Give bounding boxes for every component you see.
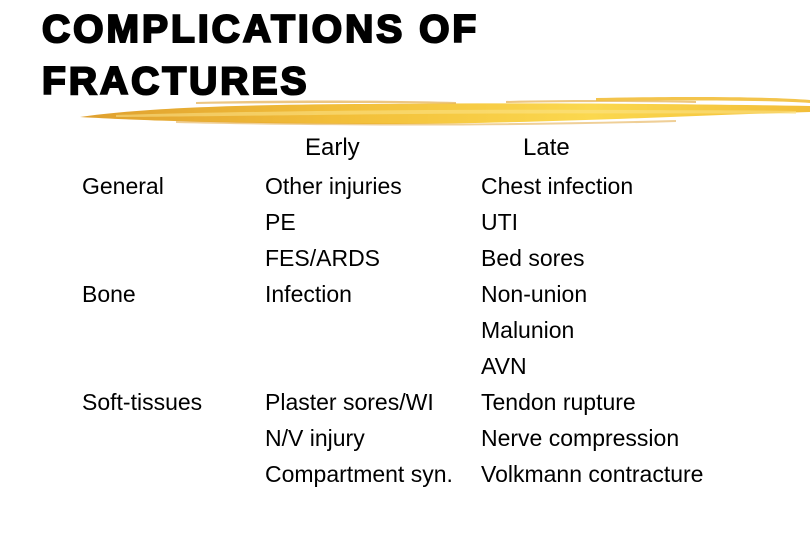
cell-early: PE [265,209,296,235]
cell-early: Compartment syn. [265,461,453,487]
column-header-late: Late [523,133,570,161]
title-line-2: FRACTURES [41,59,310,104]
cell-late: Volkmann contracture [481,461,704,487]
cell-early: Plaster sores/WI [265,389,434,415]
complications-table: Early Late General Other injuries Chest … [82,127,703,492]
brush-top-right-streak [596,96,810,103]
brush-bottom-edge [176,120,676,126]
cell-late: Non-union [481,281,588,307]
cell-early [265,348,481,384]
row-category [82,240,265,276]
cell-late: Bed sores [481,245,585,271]
cell-late: Nerve compression [481,425,680,451]
row-category [82,456,265,492]
cell-early: N/V injury [265,425,365,451]
cell-early: Infection [265,281,352,307]
slide-title: COMPLICATIONS OF FRACTURES [41,4,480,108]
cell-late: UTI [481,209,519,235]
row-category [82,312,265,348]
row-category [82,204,265,240]
row-category [82,348,265,384]
brush-stroke-underline [80,96,810,126]
brush-dark-speck-mid [506,100,696,103]
brush-dark-speck-left [196,100,456,104]
cell-late: Chest infection [481,173,634,199]
row-category [82,420,265,456]
cell-early [265,312,481,348]
cell-late: Tendon rupture [481,389,636,415]
cell-early: FES/ARDS [265,245,381,271]
row-category: General [82,173,164,199]
cell-early: Other injuries [265,173,402,199]
row-category: Bone [82,281,136,307]
cell-late: AVN [481,353,527,379]
brush-highlight-streak [116,109,796,117]
row-category: Soft-tissues [82,389,203,415]
title-line-1: COMPLICATIONS OF [41,7,480,52]
header-corner-spacer [82,127,265,168]
cell-late: Malunion [481,317,575,343]
column-header-early: Early [305,133,360,161]
